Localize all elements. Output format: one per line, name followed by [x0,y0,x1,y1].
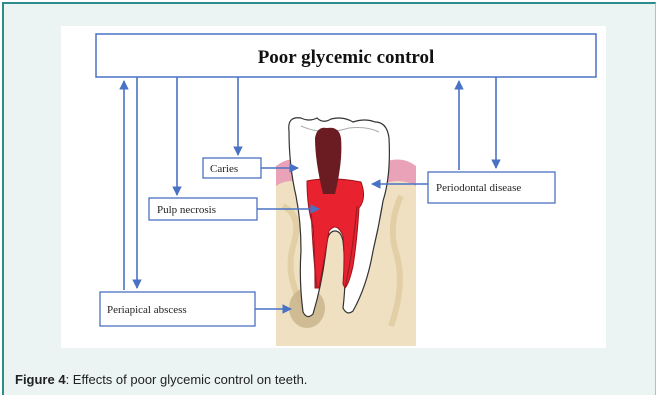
caption-text: : Effects of poor glycemic control on te… [66,372,308,387]
tooth-diagram: Poor glycemic control Caries Pulp necros… [61,26,606,348]
figure-image: Poor glycemic control Caries Pulp necros… [61,26,606,348]
pulp-necrosis-label: Pulp necrosis [157,204,216,216]
periodontal-disease-label: Periodontal disease [436,182,521,194]
caries-label: Caries [210,163,238,175]
diagram-title: Poor glycemic control [258,47,435,68]
periapical-abscess-label: Periapical abscess [107,304,187,316]
figure-frame: Poor glycemic control Caries Pulp necros… [2,2,656,395]
caption-label: Figure 4 [15,372,66,387]
figure-caption: Figure 4: Effects of poor glycemic contr… [15,372,307,387]
